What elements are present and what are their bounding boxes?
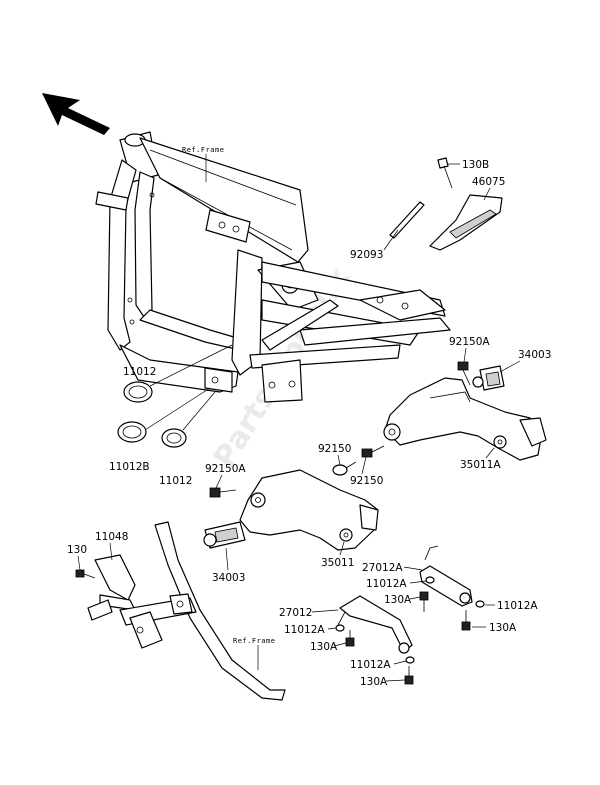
- bolt-130A-2: [345, 630, 355, 647]
- label-130A-3: 130A: [360, 676, 388, 688]
- label-130A-2: 130A: [310, 641, 338, 653]
- direction-arrow-icon: [42, 93, 110, 135]
- label-92150A-top: 92150A: [449, 336, 490, 348]
- grommet-11012-left: [123, 381, 153, 403]
- label-92150-upper: 92150: [318, 443, 351, 455]
- bolt-130A-1: [419, 591, 429, 612]
- grommet-11012A-small: [335, 576, 485, 664]
- ref-frame-label-bottom: Ref.Frame: [233, 637, 275, 645]
- label-130B: 130B: [462, 159, 489, 171]
- part-92093: [389, 201, 425, 239]
- frame: [95, 131, 451, 403]
- label-92150-lower: 92150: [350, 475, 383, 487]
- label-35011: 35011: [321, 557, 354, 569]
- stay-27012A: [419, 545, 473, 607]
- grommet-11012B: [117, 421, 147, 443]
- label-46075: 46075: [472, 176, 505, 188]
- label-11012A-4: 11012A: [350, 659, 391, 671]
- part-46075: [429, 194, 503, 251]
- label-130A-1: 130A: [384, 594, 412, 606]
- label-11012A-3: 11012A: [284, 624, 325, 636]
- label-92093: 92093: [350, 249, 383, 261]
- label-130: 130: [67, 544, 87, 556]
- label-11012B: 11012B: [109, 461, 150, 473]
- bracket-35011A: [383, 377, 547, 461]
- label-27012: 27012: [279, 607, 312, 619]
- bolt-130A-3: [404, 666, 414, 685]
- peg-34003-mid: [203, 521, 246, 549]
- bracket-35011: [239, 469, 379, 551]
- bolt-130: [75, 569, 96, 579]
- peg-34003-top: [472, 365, 505, 391]
- bolt-92150-upper: [332, 461, 357, 476]
- stay-27012: [337, 595, 413, 654]
- ref-frame-label-top: Ref.Frame: [182, 146, 224, 154]
- part-130B-bolt: [437, 157, 453, 189]
- grommet-11012-mid: [161, 428, 187, 448]
- label-34003-mid: 34003: [212, 572, 245, 584]
- bolt-92150-lower: [361, 445, 385, 458]
- label-35011A: 35011A: [460, 459, 501, 471]
- ref-frame-lower-tube: [119, 521, 286, 701]
- bolt-130A-4: [461, 610, 471, 631]
- label-11012A-1: 11012A: [366, 578, 407, 590]
- label-11012A-2: 11012A: [497, 600, 538, 612]
- label-11012-mid: 11012: [159, 475, 192, 487]
- label-11012-left: 11012: [123, 366, 156, 378]
- label-130A-4: 130A: [489, 622, 517, 634]
- label-27012A: 27012A: [362, 562, 403, 574]
- bolt-92150A-mid: [209, 487, 237, 498]
- label-92150A-mid: 92150A: [205, 463, 246, 475]
- label-11048: 11048: [95, 531, 128, 543]
- label-34003-top: 34003: [518, 349, 551, 361]
- bolt-92150A-top: [457, 361, 471, 386]
- part-11048: [87, 554, 136, 621]
